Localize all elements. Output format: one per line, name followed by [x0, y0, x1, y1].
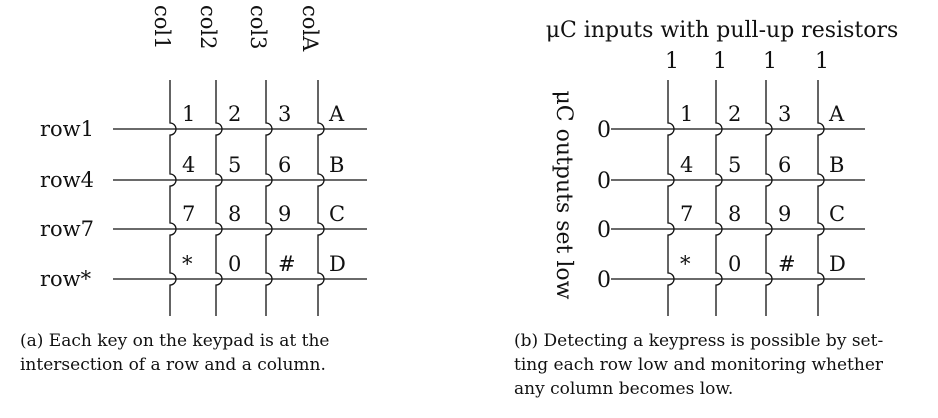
panel-b-caption: (b) Detecting a keypress is possible by … — [514, 329, 883, 401]
key-label: * — [680, 252, 691, 276]
key-label: 5 — [728, 153, 741, 177]
column-value: 1 — [763, 49, 777, 74]
key-label: # — [278, 252, 296, 276]
caption-line: (a) Each key on the keypad is at the — [20, 331, 330, 351]
column-value: 1 — [665, 49, 679, 74]
column-label: col2 — [196, 5, 220, 49]
caption-line: ting each row low and monitoring whether — [514, 355, 884, 375]
column-label: col3 — [246, 5, 270, 49]
panel-b-title: μC inputs with pull-up resistors — [546, 18, 899, 43]
key-label: # — [778, 252, 796, 276]
key-label: 1 — [680, 102, 693, 126]
row-value: 0 — [597, 218, 611, 243]
column-wire — [715, 80, 723, 316]
key-label: 7 — [680, 202, 693, 226]
panel-a-column-labels: col1 col2 col3 colA — [150, 5, 322, 52]
caption-line: intersection of a row and a column. — [20, 355, 326, 375]
key-label: 6 — [278, 153, 291, 177]
column-wire — [265, 80, 273, 316]
key-label: A — [828, 102, 845, 126]
key-label: C — [829, 202, 845, 226]
panel-b-column-values: 1 1 1 1 — [665, 49, 829, 74]
caption-line: (b) Detecting a keypress is possible by … — [514, 331, 884, 351]
key-label: 8 — [228, 202, 241, 226]
column-wire — [169, 80, 177, 316]
row-value: 0 — [597, 118, 611, 143]
key-label: 9 — [278, 202, 291, 226]
column-wire — [765, 80, 773, 316]
column-wire — [215, 80, 223, 316]
panel-a-key-labels: 1 2 3 A 4 5 6 B 7 8 9 C * 0 # D — [182, 102, 346, 276]
key-label: B — [829, 153, 844, 177]
key-label: B — [329, 153, 344, 177]
key-label: D — [329, 252, 346, 276]
panel-b-side-label: μC outputs set low — [551, 90, 576, 299]
panel-a-keypad-grid: col1 col2 col3 colA row1 row4 row7 row* 1 2 3 A 4 5… — [40, 5, 367, 316]
panel-a-wires — [113, 80, 367, 316]
row-label: row7 — [40, 217, 94, 241]
key-label: C — [329, 202, 345, 226]
key-label: 6 — [778, 153, 791, 177]
column-label: col1 — [150, 5, 174, 49]
column-label: colA — [298, 5, 322, 52]
key-label: 0 — [728, 252, 741, 276]
key-label: 4 — [182, 153, 195, 177]
column-value: 1 — [815, 49, 829, 74]
column-wire — [667, 80, 675, 316]
column-wire — [817, 80, 825, 316]
key-label: 3 — [278, 102, 291, 126]
key-label: 2 — [228, 102, 241, 126]
key-label: 1 — [182, 102, 195, 126]
key-label: 5 — [228, 153, 241, 177]
key-label: 0 — [228, 252, 241, 276]
key-label: 2 — [728, 102, 741, 126]
panel-a-caption: (a) Each key on the keypad is at the int… — [20, 329, 329, 377]
panel-b-keypad-grid: μC inputs with pull-up resistors μC outp… — [546, 18, 899, 316]
row-label: row4 — [40, 168, 94, 192]
key-label: 8 — [728, 202, 741, 226]
key-label: * — [182, 252, 193, 276]
key-label: 4 — [680, 153, 693, 177]
caption-line: any column becomes low. — [514, 379, 734, 399]
panel-a-row-labels: row1 row4 row7 row* — [40, 117, 94, 291]
row-value: 0 — [597, 268, 611, 293]
key-label: 9 — [778, 202, 791, 226]
panel-b-wires — [611, 80, 865, 316]
row-label: row* — [40, 267, 92, 291]
key-label: 7 — [182, 202, 195, 226]
row-value: 0 — [597, 169, 611, 194]
key-label: 3 — [778, 102, 791, 126]
key-label: D — [829, 252, 846, 276]
key-label: A — [328, 102, 345, 126]
column-wire — [317, 80, 325, 316]
row-label: row1 — [40, 117, 94, 141]
panel-b-key-labels: 1 2 3 A 4 5 6 B 7 8 9 C * 0 # D — [680, 102, 846, 276]
panel-b-row-values: 0 0 0 0 — [597, 118, 611, 293]
column-value: 1 — [713, 49, 727, 74]
